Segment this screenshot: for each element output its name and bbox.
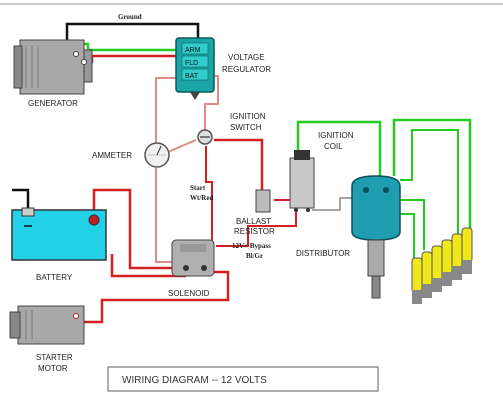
ammeter-label: AMMETER bbox=[92, 151, 132, 160]
ignition-coil bbox=[289, 150, 315, 212]
ammeter-switch-wire bbox=[167, 139, 197, 153]
bypass-label-2: Bl/Gr bbox=[246, 252, 263, 260]
ammeter bbox=[144, 142, 170, 168]
bat-terminal-label: BAT bbox=[185, 73, 199, 80]
generator bbox=[13, 39, 93, 95]
start-wire-label-1: Start bbox=[190, 184, 206, 192]
spark-plugs bbox=[411, 227, 473, 304]
plug-wire-3 bbox=[400, 199, 425, 250]
reg-switch-wire bbox=[204, 75, 219, 130]
diagram-title: WIRING DIAGRAM -- 12 VOLTS bbox=[122, 375, 267, 386]
start-wire bbox=[205, 146, 213, 242]
plug-wire-1 bbox=[392, 118, 472, 236]
distributor bbox=[351, 175, 401, 299]
armature-wire bbox=[84, 54, 176, 64]
starter-motor bbox=[9, 305, 85, 345]
plug-wire-2 bbox=[400, 129, 459, 240]
bypass-wire bbox=[216, 208, 297, 247]
fld-terminal-label: FLD bbox=[185, 60, 198, 67]
ignition-switch-label-2: SWITCH bbox=[230, 123, 262, 132]
voltage-regulator bbox=[175, 37, 215, 100]
diagram-title-box bbox=[107, 366, 379, 392]
ammeter-solenoid-wire bbox=[155, 168, 176, 263]
plug-wire-4 bbox=[400, 213, 415, 258]
start-wire-label-2: Wt/Red bbox=[190, 194, 213, 202]
starter-wire bbox=[82, 270, 230, 324]
starter-label-1: STARTER bbox=[36, 353, 73, 362]
solenoid bbox=[171, 239, 215, 277]
bypass-label-1: 12V+ Bypass bbox=[232, 242, 271, 250]
battery-ground-wire bbox=[12, 188, 30, 214]
ignition-switch-label-1: IGNITION bbox=[230, 112, 266, 121]
battery-positive-wire bbox=[92, 188, 180, 270]
ballast-label-1: BALLAST bbox=[236, 217, 271, 226]
ballast-coil-wire bbox=[274, 186, 293, 201]
coil-hightension-wire bbox=[296, 120, 382, 176]
battery bbox=[11, 207, 107, 261]
generator-label: GENERATOR bbox=[28, 99, 78, 108]
ignition-coil-label-1: IGNITION bbox=[318, 131, 354, 140]
solenoid-label: SOLENOID bbox=[168, 289, 210, 298]
ballast-label-2: RESISTOR bbox=[234, 227, 275, 236]
battery-label: BATTERY bbox=[36, 273, 73, 282]
ignition-switch bbox=[197, 129, 213, 145]
coil-distributor-wire bbox=[312, 197, 352, 211]
ballast-resistor bbox=[255, 189, 271, 213]
ignition-coil-label-2: COIL bbox=[324, 142, 343, 151]
bat-wire bbox=[155, 77, 178, 145]
voltage-regulator-label-1: VOLTAGE bbox=[228, 53, 265, 62]
ground-label: Ground bbox=[118, 13, 142, 21]
battery-solenoid-wire bbox=[110, 254, 186, 278]
distributor-label: DISTRIBUTOR bbox=[296, 249, 350, 258]
ground-wire bbox=[65, 22, 200, 44]
arm-terminal-label: ARM bbox=[185, 47, 201, 54]
starter-label-2: MOTOR bbox=[38, 364, 68, 373]
voltage-regulator-label-2: REGULATOR bbox=[222, 65, 271, 74]
switch-ballast-wire bbox=[214, 138, 264, 192]
